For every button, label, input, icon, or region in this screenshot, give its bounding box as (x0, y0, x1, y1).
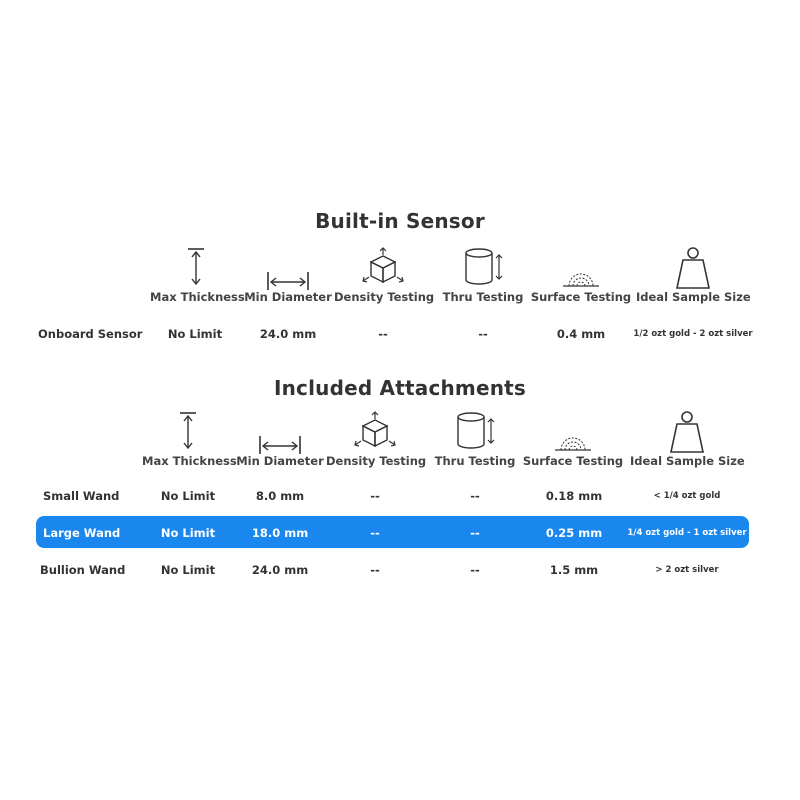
horizontal-arrow-icon (267, 272, 309, 290)
min-diameter-value: 8.0 mm (255, 489, 305, 503)
thru-testing-value: -- (470, 489, 480, 503)
column-header-label: Density Testing (326, 454, 427, 468)
column-header-max-thickness: Max Thickness (142, 410, 237, 468)
thru-testing-value: -- (478, 327, 488, 341)
surface-wave-icon (555, 437, 591, 451)
cube-icon (354, 411, 396, 448)
surface-testing-value: 0.25 mm (545, 526, 603, 540)
highlighted-row-background (36, 516, 749, 548)
horizontal-arrow-icon (259, 436, 301, 454)
max-thickness-value: No Limit (160, 526, 216, 540)
column-header-max-thickness: Max Thickness (150, 246, 245, 304)
column-header-ideal-sample-size: Ideal Sample Size (630, 410, 745, 468)
surface-testing-value: 0.4 mm (556, 327, 606, 341)
thru-testing-value: -- (470, 526, 480, 540)
section-title-included-attachments: Included Attachments (273, 376, 527, 400)
density-testing-value: -- (370, 563, 380, 577)
max-thickness-value: No Limit (167, 327, 223, 341)
ideal-sample-size-value: 1/2 ozt gold - 2 ozt silver (633, 329, 753, 339)
column-header-label: Surface Testing (522, 454, 624, 468)
surface-wave-icon (563, 273, 599, 287)
density-testing-value: -- (370, 526, 380, 540)
vertical-arrow-icon (180, 412, 196, 450)
ideal-sample-size-value: 1/4 ozt gold - 1 ozt silver (627, 528, 747, 538)
column-header-surface-testing: Surface Testing (522, 410, 624, 468)
column-header-thru-testing: Thru Testing (440, 246, 526, 304)
max-thickness-value: No Limit (160, 563, 216, 577)
vertical-arrow-icon (188, 248, 204, 286)
density-testing-value: -- (370, 489, 380, 503)
column-header-label: Ideal Sample Size (630, 454, 745, 468)
column-header-density-testing: Density Testing (334, 246, 435, 304)
column-header-density-testing: Density Testing (326, 410, 427, 468)
column-header-label: Density Testing (334, 290, 435, 304)
column-header-label: Min Diameter (244, 290, 332, 304)
section-title-built-in-sensor: Built-in Sensor (315, 209, 485, 233)
column-header-min-diameter: Min Diameter (242, 246, 334, 304)
ideal-sample-size-value: > 2 ozt silver (655, 565, 719, 575)
row-label: Small Wand (43, 489, 120, 503)
cylinder-icon (465, 248, 503, 285)
column-header-ideal-sample-size: Ideal Sample Size (636, 246, 751, 304)
column-header-min-diameter: Min Diameter (234, 410, 326, 468)
column-header-label: Max Thickness (150, 290, 245, 304)
row-label: Onboard Sensor (38, 327, 143, 341)
row-label: Bullion Wand (40, 563, 126, 577)
weight-icon (670, 411, 704, 453)
max-thickness-value: No Limit (160, 489, 216, 503)
cylinder-icon (457, 412, 495, 449)
min-diameter-value: 18.0 mm (251, 526, 309, 540)
thru-testing-value: -- (470, 563, 480, 577)
column-header-label: Thru Testing (434, 454, 516, 468)
column-header-label: Ideal Sample Size (636, 290, 751, 304)
column-header-label: Surface Testing (530, 290, 632, 304)
min-diameter-value: 24.0 mm (259, 327, 317, 341)
column-header-surface-testing: Surface Testing (530, 246, 632, 304)
surface-testing-value: 0.18 mm (545, 489, 603, 503)
density-testing-value: -- (378, 327, 388, 341)
column-header-thru-testing: Thru Testing (432, 410, 518, 468)
column-header-label: Thru Testing (442, 290, 524, 304)
column-header-label: Min Diameter (236, 454, 324, 468)
min-diameter-value: 24.0 mm (251, 563, 309, 577)
column-header-label: Max Thickness (142, 454, 237, 468)
weight-icon (676, 247, 710, 289)
cube-icon (362, 247, 404, 284)
ideal-sample-size-value: < 1/4 ozt gold (653, 491, 721, 501)
surface-testing-value: 1.5 mm (549, 563, 599, 577)
row-label: Large Wand (43, 526, 121, 540)
